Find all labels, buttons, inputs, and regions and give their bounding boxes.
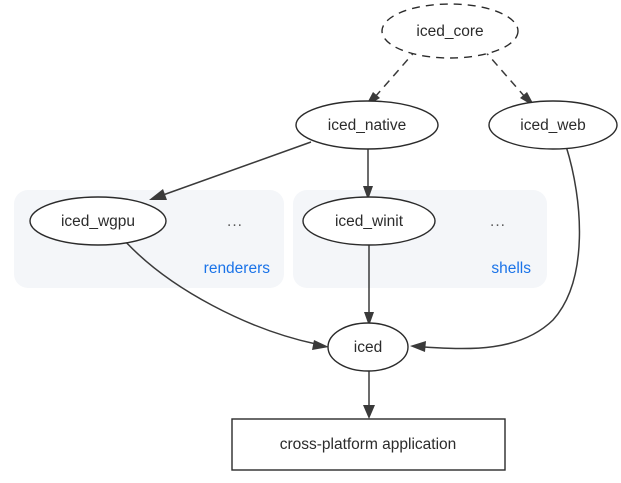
edge-line — [482, 48, 526, 98]
cluster-renderers-label: renderers — [204, 260, 271, 277]
edge-line — [162, 141, 312, 196]
node-iced-core[interactable]: iced_core — [381, 3, 519, 59]
edge-iced-core-to-iced-web — [482, 48, 535, 107]
edge-iced-native-to-iced-winit — [363, 148, 373, 200]
node-iced[interactable]: iced — [327, 322, 409, 372]
arrow-head — [363, 186, 373, 200]
edge-line — [374, 48, 418, 98]
node-iced-core-shape[interactable] — [381, 3, 519, 59]
edge-iced-web-to-iced — [410, 145, 581, 352]
edge-line — [123, 239, 317, 345]
arrow-head — [410, 341, 426, 352]
node-application[interactable]: cross-platform application — [231, 418, 506, 471]
node-iced-web-shape[interactable] — [488, 100, 618, 150]
node-iced-native-shape[interactable] — [295, 100, 439, 150]
arrow-head — [363, 405, 375, 419]
edge-iced-winit-to-iced — [364, 244, 374, 326]
node-iced-wgpu[interactable]: iced_wgpu — [29, 196, 167, 246]
edge-iced-core-to-iced-native — [365, 48, 418, 107]
arrow-head — [312, 340, 329, 350]
node-iced-winit-shape[interactable] — [302, 196, 436, 246]
edge-line — [423, 145, 581, 350]
arrow-head — [364, 312, 374, 326]
node-iced-wgpu-shape[interactable] — [29, 196, 167, 246]
edge-iced-wgpu-to-iced — [123, 239, 329, 350]
cluster-shells-more: ... — [490, 213, 506, 230]
node-iced-shape[interactable] — [327, 322, 409, 372]
node-iced-winit[interactable]: iced_winit — [302, 196, 436, 246]
arrow-head — [149, 189, 167, 200]
edge-iced-to-application — [363, 370, 375, 419]
node-iced-native[interactable]: iced_native — [295, 100, 439, 150]
node-application-shape[interactable] — [231, 418, 506, 471]
cluster-shells-label: shells — [491, 260, 531, 277]
node-iced-web[interactable]: iced_web — [488, 100, 618, 150]
edge-iced-native-to-iced-wgpu — [149, 141, 312, 200]
node-application-label: cross-platform application — [280, 436, 457, 453]
cluster-renderers-more: ... — [227, 213, 243, 230]
